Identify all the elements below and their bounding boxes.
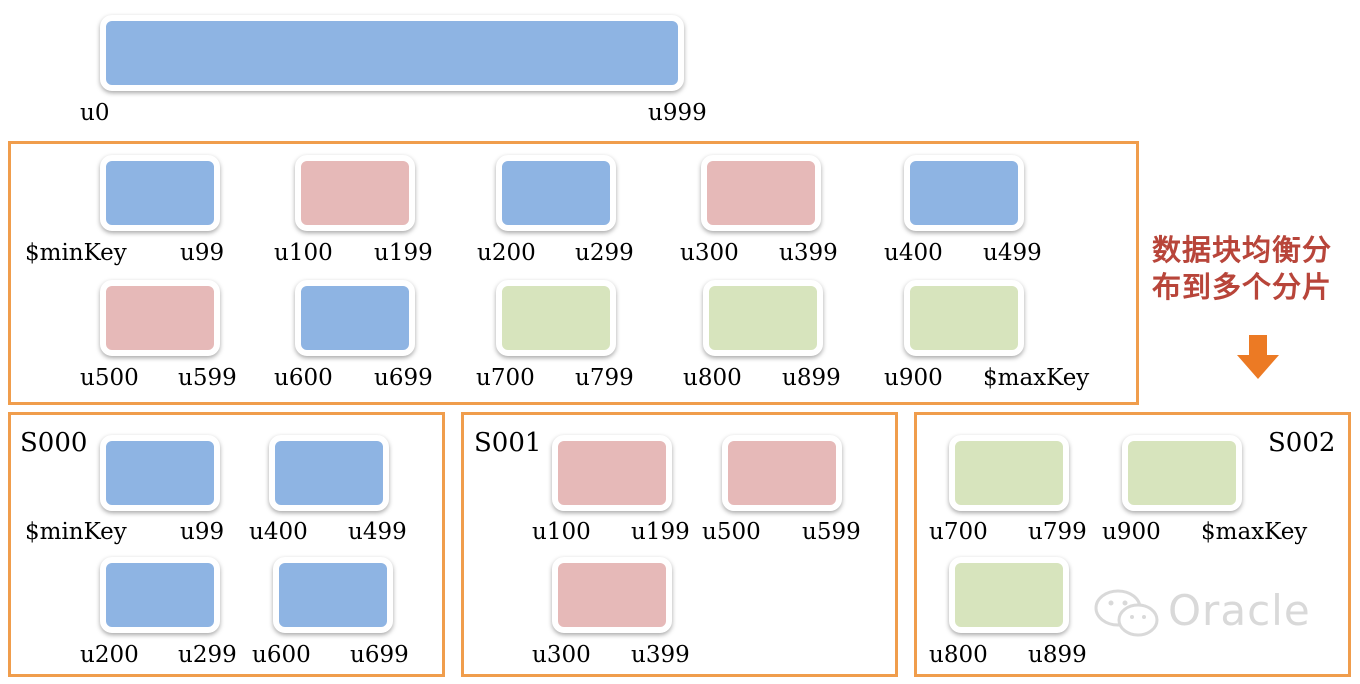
shard-frame-s000 xyxy=(8,412,445,677)
chunk-right-label: u399 xyxy=(779,240,838,266)
chunk-block xyxy=(722,435,842,511)
chunk-left-label: u400 xyxy=(884,240,943,266)
annotation-line-2: 布到多个分片 xyxy=(1152,270,1333,304)
wechat-icon xyxy=(1094,589,1159,637)
chunk-left-label: u600 xyxy=(274,365,333,391)
chunk-left-label: u300 xyxy=(680,240,739,266)
chunk-left-label: u300 xyxy=(532,642,591,668)
full-range-bar xyxy=(100,15,684,91)
chunk-block xyxy=(552,557,672,633)
chunk-left-label: u500 xyxy=(702,519,761,545)
chunk-block xyxy=(949,557,1069,633)
chunk-grid-frame xyxy=(8,141,1139,405)
chunk-left-label: u800 xyxy=(683,365,742,391)
shard-name: S001 xyxy=(474,428,542,458)
chunk-right-label: u799 xyxy=(1028,519,1087,545)
range-start-label: u0 xyxy=(80,100,110,126)
shard-frame-s001 xyxy=(461,412,898,677)
chunk-right-label: $maxKey xyxy=(1201,519,1308,545)
chunk-left-label: u200 xyxy=(477,240,536,266)
chunk-right-label: u199 xyxy=(374,240,433,266)
chunk-right-label: u899 xyxy=(1028,642,1087,668)
shard-name: S002 xyxy=(1268,428,1336,458)
chunk-block xyxy=(295,280,415,356)
chunk-block xyxy=(701,155,821,231)
annotation-line-1: 数据块均衡分 xyxy=(1152,233,1333,267)
chunk-right-label: u99 xyxy=(180,240,225,266)
chunk-right-label: u399 xyxy=(631,642,690,668)
chunk-right-label: u99 xyxy=(180,519,225,545)
chunk-left-label: $minKey xyxy=(25,240,127,266)
chunk-block xyxy=(100,557,220,633)
chunk-block xyxy=(295,155,415,231)
chunk-left-label: u400 xyxy=(249,519,308,545)
chunk-right-label: u299 xyxy=(575,240,634,266)
chunk-left-label: u900 xyxy=(1102,519,1161,545)
chunk-left-label: u600 xyxy=(252,642,311,668)
chunk-block xyxy=(100,435,220,511)
chunk-block xyxy=(1122,435,1242,511)
chunk-block xyxy=(100,280,220,356)
chunk-left-label: u500 xyxy=(80,365,139,391)
chunk-left-label: u200 xyxy=(80,642,139,668)
chunk-right-label: $maxKey xyxy=(983,365,1090,391)
chunk-left-label: u700 xyxy=(929,519,988,545)
arrow-down-icon xyxy=(1237,335,1279,379)
chunk-right-label: u499 xyxy=(348,519,407,545)
chunk-block xyxy=(273,557,393,633)
chunk-left-label: u900 xyxy=(884,365,943,391)
chunk-right-label: u799 xyxy=(575,365,634,391)
chunk-right-label: u699 xyxy=(374,365,433,391)
chunk-right-label: u299 xyxy=(178,642,237,668)
chunk-right-label: u199 xyxy=(631,519,690,545)
chunk-right-label: u899 xyxy=(782,365,841,391)
chunk-block xyxy=(552,435,672,511)
chunk-left-label: u100 xyxy=(274,240,333,266)
watermark-text: Oracle xyxy=(1168,586,1311,635)
chunk-right-label: u499 xyxy=(983,240,1042,266)
chunk-left-label: u800 xyxy=(929,642,988,668)
chunk-block xyxy=(703,280,823,356)
chunk-right-label: u599 xyxy=(802,519,861,545)
chunk-right-label: u699 xyxy=(350,642,409,668)
shard-name: S000 xyxy=(20,428,88,458)
chunk-left-label: u100 xyxy=(532,519,591,545)
chunk-block xyxy=(904,155,1024,231)
chunk-block xyxy=(269,435,389,511)
chunk-block xyxy=(496,155,616,231)
chunk-block xyxy=(100,155,220,231)
chunk-block xyxy=(949,435,1069,511)
chunk-right-label: u599 xyxy=(178,365,237,391)
chunk-left-label: $minKey xyxy=(25,519,127,545)
chunk-block xyxy=(904,280,1024,356)
range-end-label: u999 xyxy=(648,100,707,126)
chunk-block xyxy=(496,280,616,356)
shard-frame-s002 xyxy=(914,412,1351,677)
chunk-left-label: u700 xyxy=(476,365,535,391)
